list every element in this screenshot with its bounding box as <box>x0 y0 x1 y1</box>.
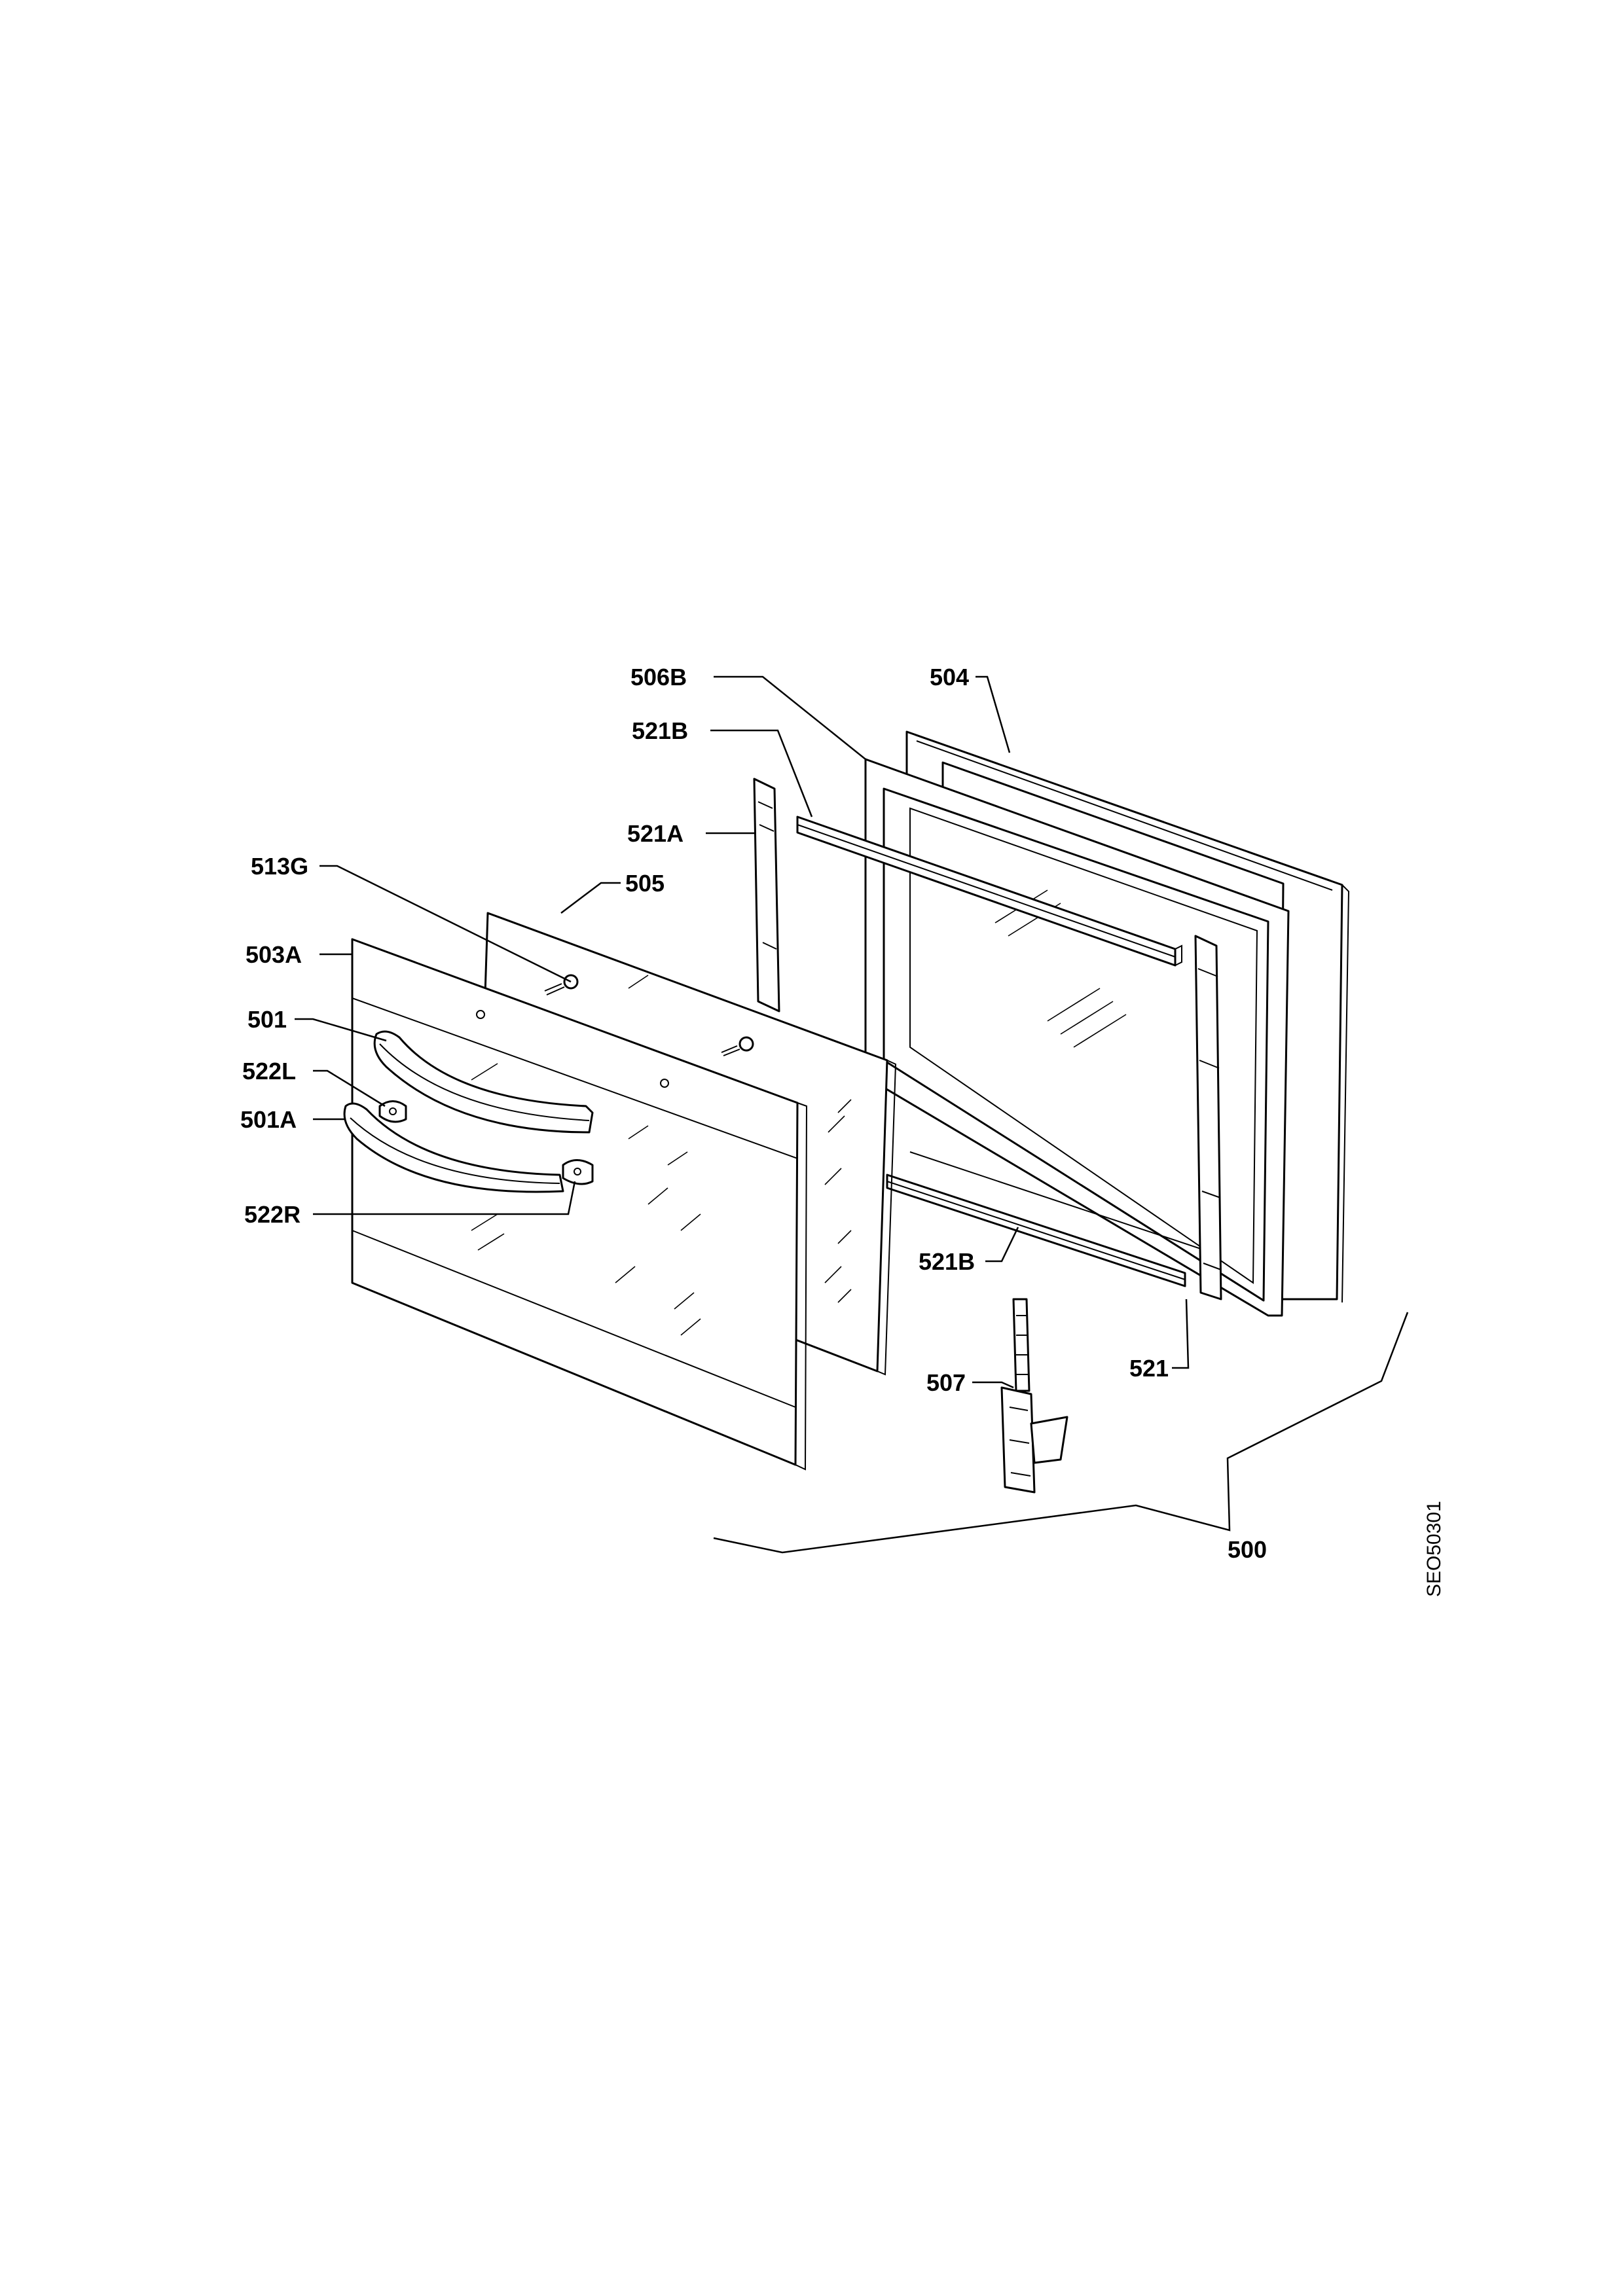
callout-labels: 506B 504 521B 521A 513G 505 503A 501 522… <box>240 664 1267 1563</box>
callout-500: 500 <box>1228 1536 1267 1563</box>
part-503A-front-glass <box>351 938 808 1471</box>
callout-521B-bottom: 521B <box>919 1248 975 1275</box>
leader-lines <box>295 675 1190 1389</box>
part-506B-seal-frame <box>864 758 1290 1317</box>
part-521A-left-bracket <box>753 778 780 1013</box>
callout-501A: 501A <box>240 1106 297 1133</box>
callout-506B: 506B <box>630 664 687 691</box>
callout-521A: 521A <box>627 820 684 847</box>
callout-507: 507 <box>926 1369 966 1396</box>
callout-521: 521 <box>1129 1355 1169 1382</box>
callout-521B-top: 521B <box>632 717 688 744</box>
callout-522R: 522R <box>244 1201 301 1228</box>
callout-503A: 503A <box>246 941 302 968</box>
part-501-upper-handle <box>373 1030 594 1134</box>
part-521B-top-rail <box>796 816 1182 967</box>
part-522L-end-cap <box>378 1100 407 1123</box>
part-521B-bottom-rail <box>886 1151 1205 1287</box>
part-500-assembly-bracket <box>713 1312 1409 1554</box>
callout-513G: 513G <box>251 853 308 880</box>
callout-522L: 522L <box>242 1058 296 1085</box>
callout-504: 504 <box>930 664 969 691</box>
part-507-hinge <box>1000 1298 1068 1494</box>
document-id: SEO50301 <box>1423 1501 1445 1597</box>
part-521-right-bracket <box>1194 935 1222 1300</box>
part-522R-end-cap <box>562 1159 594 1185</box>
part-501A-lower-handle <box>343 1102 564 1193</box>
callout-505: 505 <box>625 870 665 897</box>
callout-501: 501 <box>247 1006 287 1033</box>
